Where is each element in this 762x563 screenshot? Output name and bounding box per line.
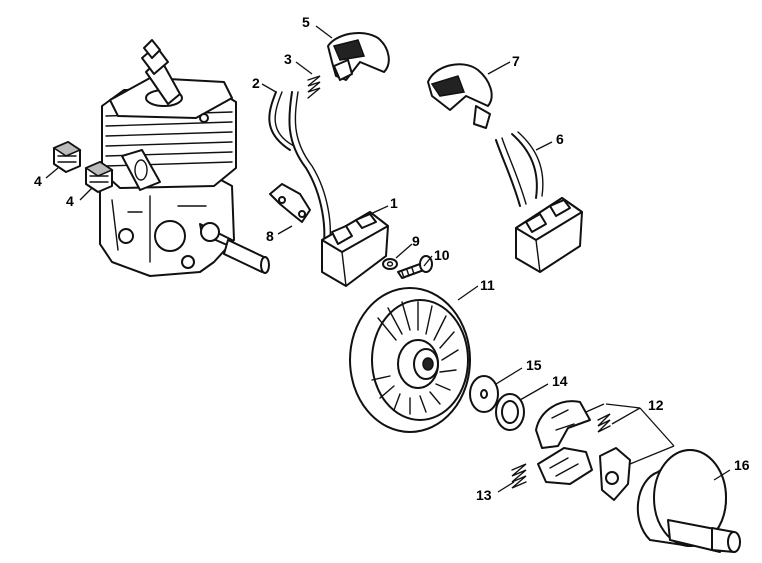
callout-labels: 1 2 3 4 4 5 6 7 8 9 10 11 12 13 14 15 16	[34, 14, 750, 503]
part-4-upper-mount	[52, 141, 82, 173]
engine-cylinder-assembly	[99, 39, 270, 277]
callout-1: 1	[390, 195, 398, 211]
part-10-screw	[397, 255, 433, 279]
part-15-washer	[469, 375, 499, 413]
part-6-ignition-lead	[495, 131, 544, 207]
callout-6: 6	[556, 131, 564, 147]
ignition-module-right	[515, 197, 583, 273]
callout-2: 2	[252, 75, 260, 91]
part-4-lower-mount	[84, 161, 114, 193]
callout-5: 5	[302, 14, 310, 30]
callout-7: 7	[512, 53, 520, 69]
leader-lines	[45, 25, 731, 493]
callout-10: 10	[434, 247, 450, 263]
callout-3: 3	[284, 51, 292, 67]
callout-14: 14	[552, 373, 568, 389]
callout-4-upper: 4	[34, 173, 42, 189]
callout-11: 11	[480, 277, 495, 293]
callout-4-lower: 4	[66, 193, 74, 209]
part-11-flywheel	[349, 287, 471, 433]
part-13-spring	[511, 463, 527, 489]
part-2-ignition-lead	[268, 91, 331, 255]
part-14-ring	[495, 393, 525, 431]
part-5-plug-boot	[327, 31, 390, 81]
callout-15: 15	[526, 357, 542, 373]
callout-16: 16	[734, 457, 750, 473]
part-7-plug-boot	[427, 63, 493, 129]
callout-13: 13	[476, 487, 492, 503]
part-3-spring	[307, 75, 321, 99]
callout-12: 12	[648, 397, 664, 413]
callout-9: 9	[412, 233, 420, 249]
part-12-clutch-assembly	[535, 400, 631, 501]
callout-8: 8	[266, 228, 274, 244]
part-9-washer	[382, 258, 398, 270]
part-16-clutch-drum	[636, 449, 741, 553]
part-1-ignition-module	[321, 211, 389, 287]
part-8-bracket	[269, 183, 311, 223]
